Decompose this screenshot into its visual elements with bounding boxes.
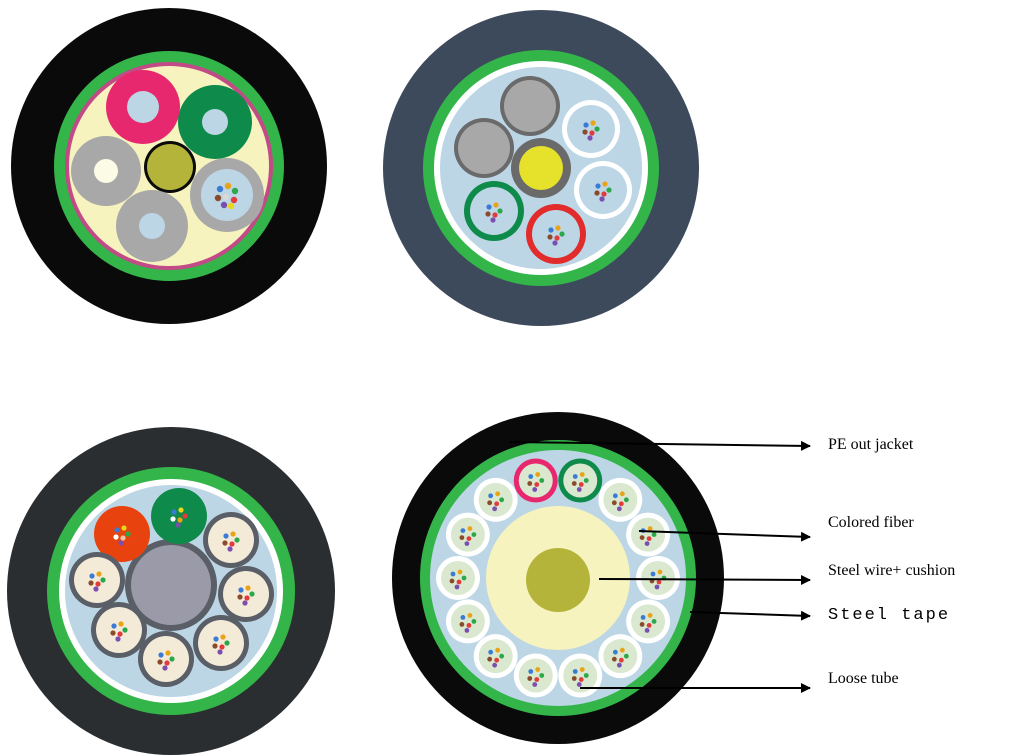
- cable-3-cross-section: [7, 427, 335, 755]
- loose-tube-red: [526, 204, 586, 264]
- loose-tube: [473, 634, 518, 679]
- central-core: [147, 144, 193, 190]
- loose-tube-white: [562, 100, 620, 158]
- filler-inner: [139, 213, 165, 239]
- loose-tube-beige: [138, 631, 194, 687]
- loose-tube-beige: [203, 512, 259, 568]
- loose-tube: [513, 653, 558, 698]
- loose-tube: [436, 556, 480, 600]
- loose-tube-beige: [193, 615, 249, 671]
- arrow-pe-out-jacket: [509, 440, 811, 451]
- label-loose-tube: Loose tube: [828, 670, 899, 687]
- tube-inner: [202, 109, 228, 135]
- loose-tube-white: [574, 161, 632, 219]
- label-pe-out-jacket: PE out jacket: [828, 436, 914, 453]
- loose-tube: [445, 599, 490, 644]
- fiber-bundle: [214, 182, 239, 210]
- loose-tube-green: [464, 181, 524, 241]
- loose-tube: [598, 634, 643, 679]
- loose-tube: [445, 512, 490, 557]
- central-core: [519, 146, 563, 190]
- loose-tube: [636, 556, 680, 600]
- cable-4-cross-section: [392, 412, 724, 744]
- tube-inner: [127, 91, 159, 123]
- arrow-steel-tape: [689, 610, 811, 621]
- loose-tube-beige: [218, 566, 274, 622]
- loose-tube: [558, 653, 603, 698]
- label-arrows: [509, 440, 811, 693]
- cable-2-cross-section: [362, 8, 720, 328]
- arrow-colored-fiber: [638, 530, 811, 542]
- loose-tube: [626, 512, 671, 557]
- loose-tube: [626, 599, 671, 644]
- loose-tube: [473, 477, 518, 522]
- label-steel-wire-cushion: Steel wire+ cushion: [828, 562, 956, 579]
- loose-tube: [513, 458, 558, 503]
- loose-tube-beige: [69, 552, 125, 608]
- loose-tube: [598, 477, 643, 522]
- loose-tube: [558, 458, 603, 503]
- steel-wire: [526, 548, 590, 612]
- loose-tube-green: [151, 488, 207, 544]
- central-core: [131, 545, 211, 625]
- cable-1-cross-section: [11, 8, 327, 324]
- filler-inner: [504, 80, 556, 132]
- loose-tube-ring: [436, 458, 680, 698]
- filler-inner: [94, 159, 118, 183]
- loose-tube-beige: [91, 602, 147, 658]
- label-colored-fiber: Colored fiber: [828, 514, 914, 531]
- filler-inner: [458, 122, 510, 174]
- arrow-steel-wire-cushion: [598, 574, 811, 585]
- loose-tube-orange: [94, 506, 150, 562]
- label-steel-tape: Steel tape: [828, 606, 951, 625]
